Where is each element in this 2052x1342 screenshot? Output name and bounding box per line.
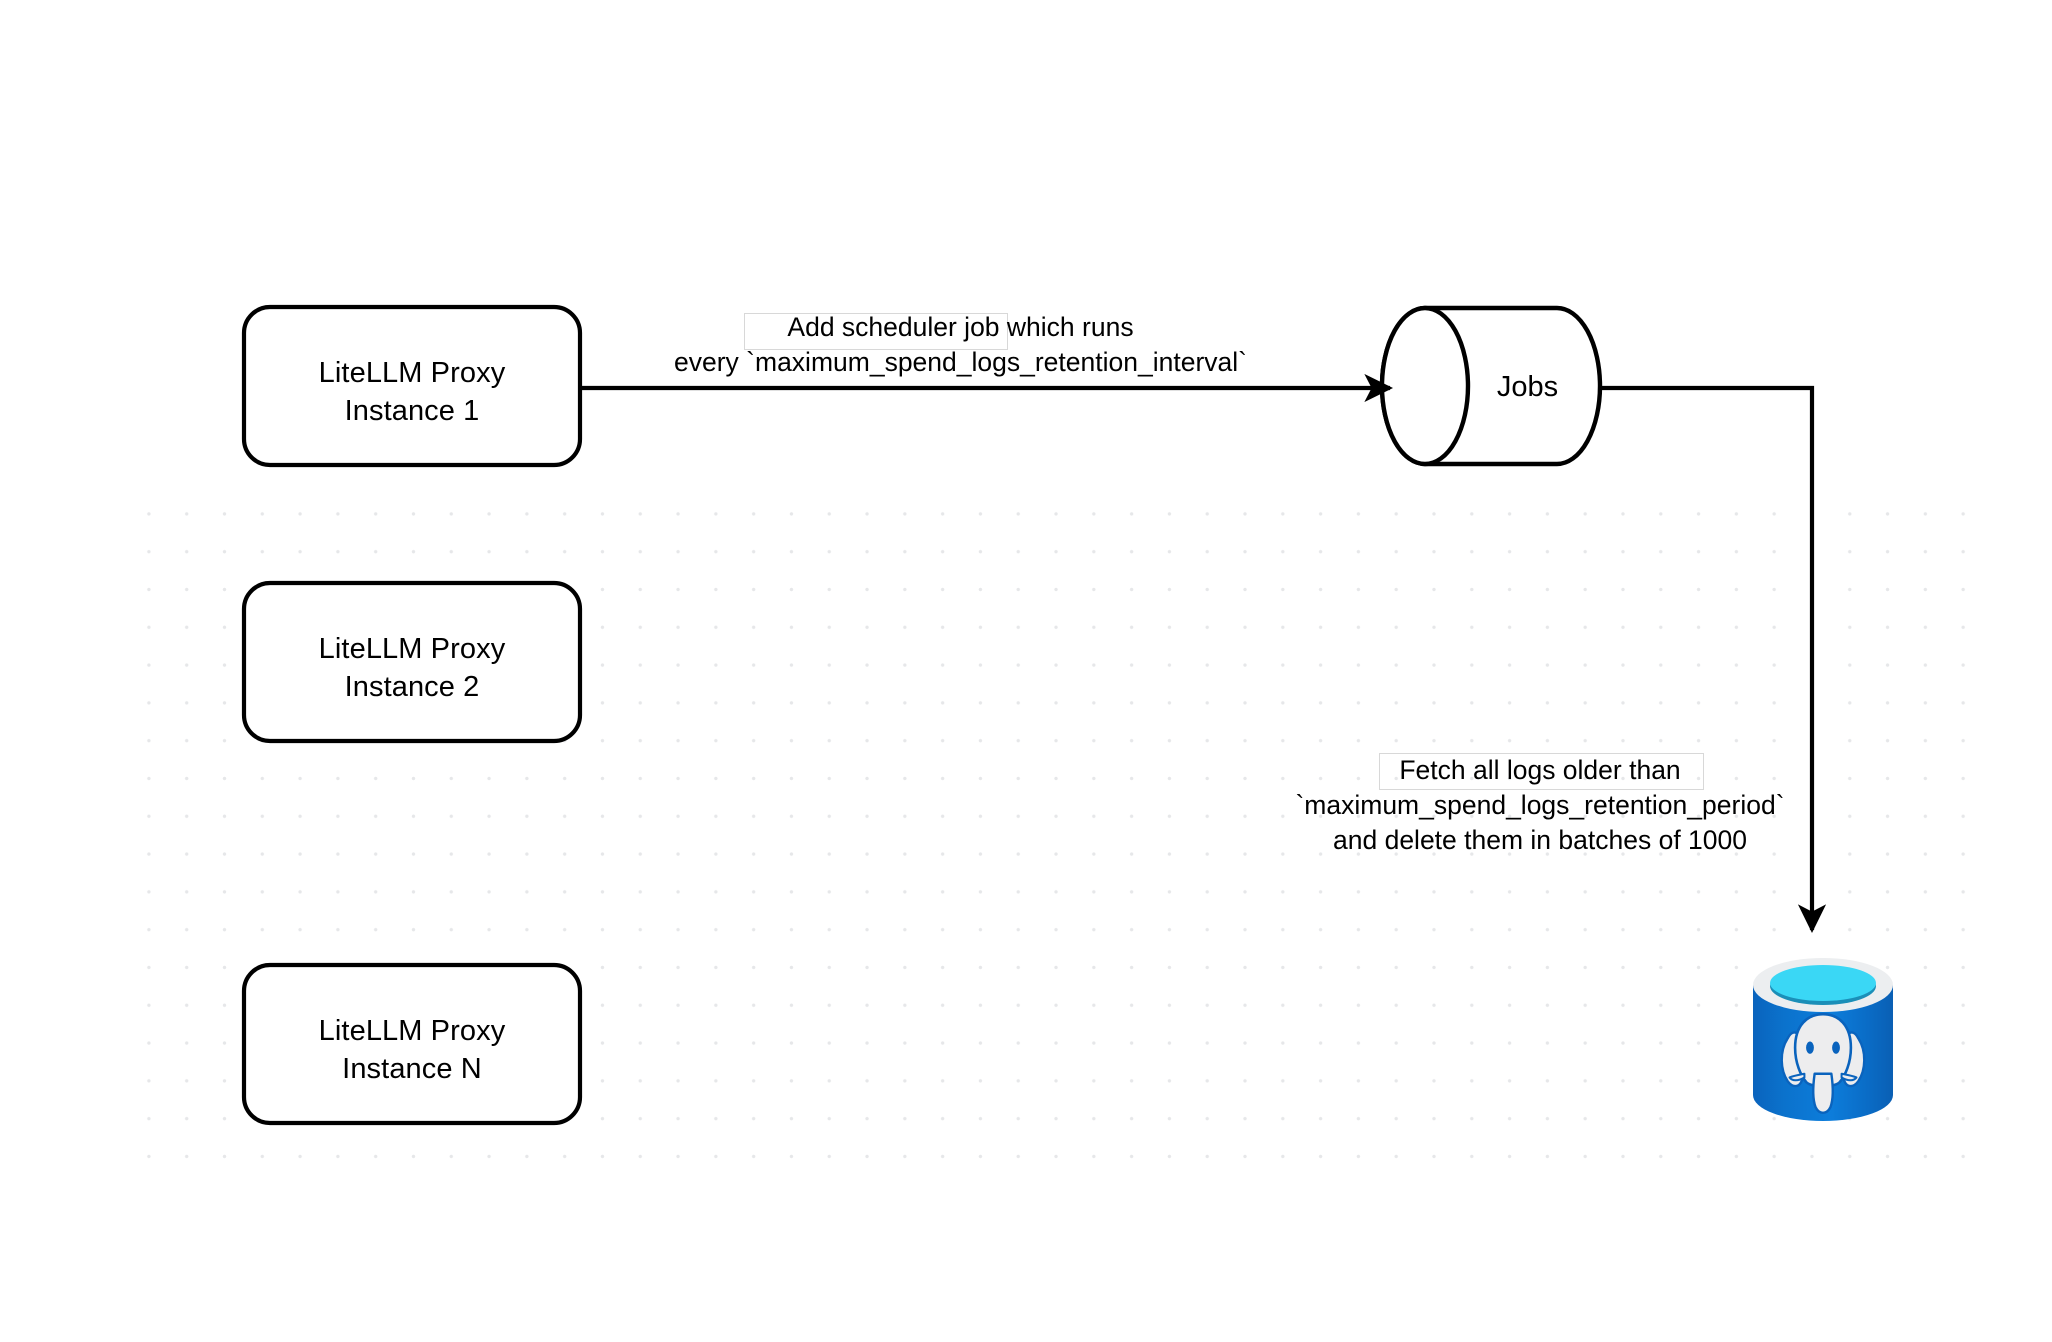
node-instance-2[interactable]: [241, 580, 583, 744]
edge-jobs-to-postgres: [1600, 385, 1827, 934]
node-instance-1[interactable]: [241, 304, 583, 468]
node-instance-n[interactable]: [241, 962, 583, 1126]
node-jobs-cylinder[interactable]: [1379, 305, 1603, 467]
postgres-elephant-logo: [1780, 1012, 1866, 1114]
postgresql-database-icon[interactable]: [1753, 958, 1893, 1121]
